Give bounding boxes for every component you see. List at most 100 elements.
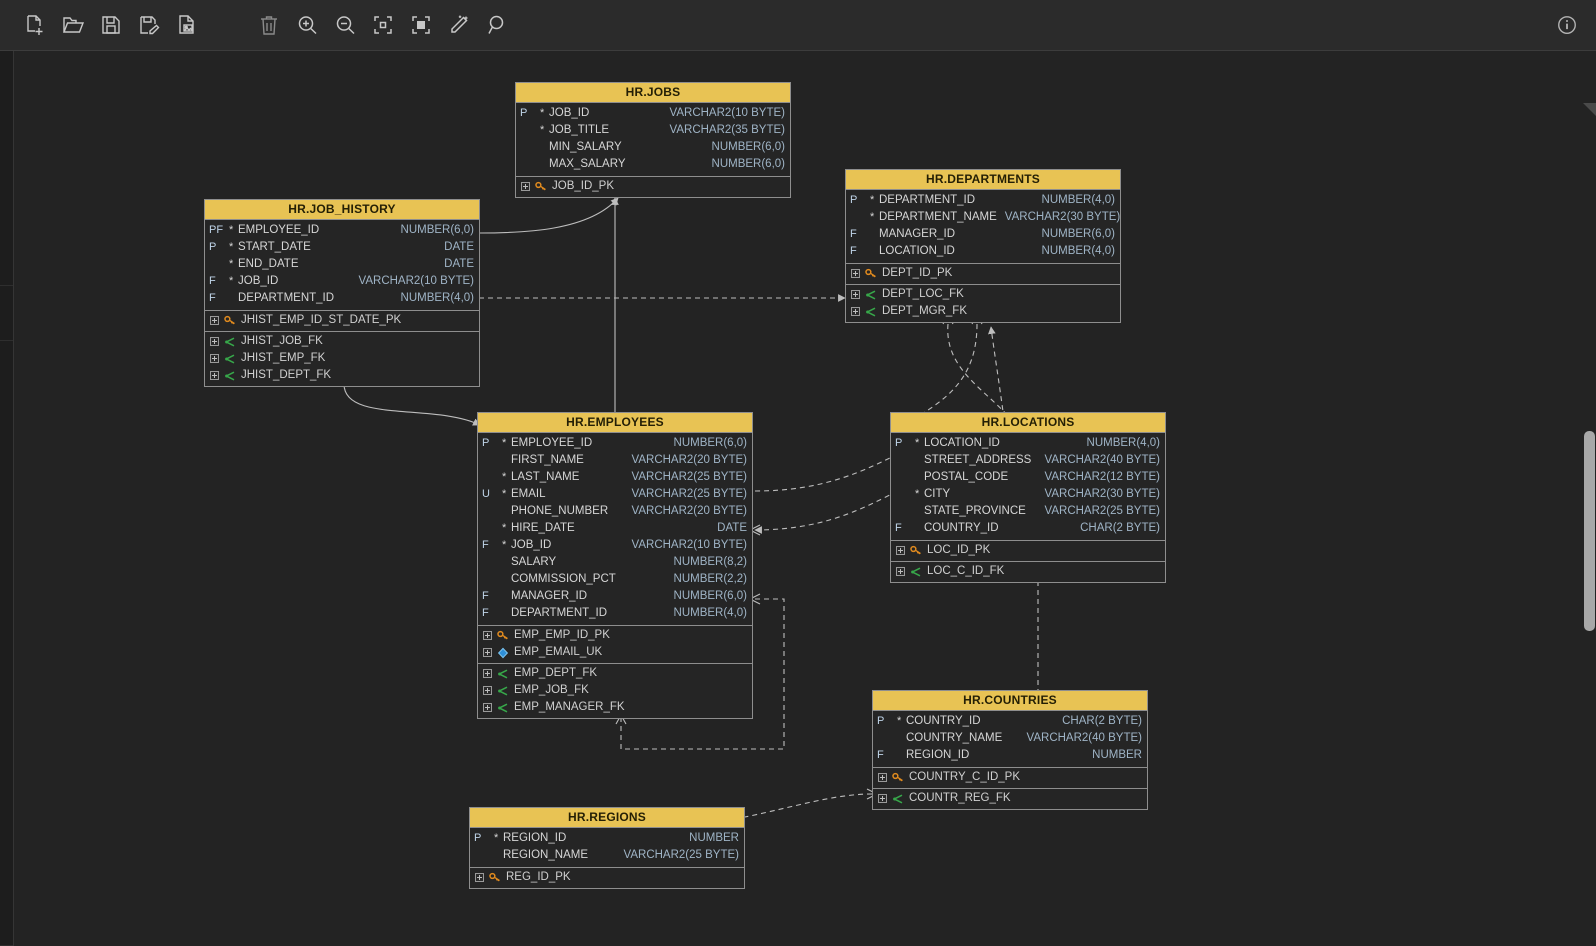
search-icon[interactable]	[478, 6, 516, 44]
panel-segment[interactable]	[0, 51, 13, 286]
constraint-row[interactable]: DEPT_LOC_FK	[846, 286, 1120, 303]
expand-plus-icon[interactable]	[475, 873, 484, 882]
constraint-row[interactable]: JHIST_JOB_FK	[205, 333, 479, 350]
expand-plus-icon[interactable]	[483, 631, 492, 640]
auto-layout-icon[interactable]	[440, 6, 478, 44]
entity-title-countries[interactable]: HR.COUNTRIES	[873, 691, 1147, 711]
constraint-row[interactable]: JHIST_DEPT_FK	[205, 367, 479, 384]
expand-plus-icon[interactable]	[210, 371, 219, 380]
expand-plus-icon[interactable]	[878, 773, 887, 782]
constraint-row[interactable]: EMP_MANAGER_FK	[478, 699, 752, 716]
save-as-icon[interactable]	[130, 6, 168, 44]
constraint-row[interactable]: JHIST_EMP_ID_ST_DATE_PK	[205, 312, 479, 329]
constraint-row[interactable]: JHIST_EMP_FK	[205, 350, 479, 367]
new-file-icon[interactable]	[16, 6, 54, 44]
info-icon[interactable]	[1548, 6, 1586, 44]
expand-plus-icon[interactable]	[483, 648, 492, 657]
entity-title-departments[interactable]: HR.DEPARTMENTS	[846, 170, 1120, 190]
expand-plus-icon[interactable]	[210, 316, 219, 325]
expand-plus-icon[interactable]	[483, 669, 492, 678]
entity-title-employees[interactable]: HR.EMPLOYEES	[478, 413, 752, 433]
expand-plus-icon[interactable]	[483, 703, 492, 712]
collapsed-side-panel[interactable]	[0, 51, 14, 946]
export-image-icon[interactable]	[168, 6, 206, 44]
constraint-row[interactable]: DEPT_ID_PK	[846, 265, 1120, 282]
entity-title-jobs[interactable]: HR.JOBS	[516, 83, 790, 103]
panel-segment[interactable]	[0, 341, 13, 946]
expand-plus-icon[interactable]	[896, 567, 905, 576]
constraint-row[interactable]: REG_ID_PK	[470, 869, 744, 886]
constraint-row[interactable]: JOB_ID_PK	[516, 178, 790, 195]
expand-plus-icon[interactable]	[896, 546, 905, 555]
panel-segment[interactable]	[0, 286, 13, 341]
open-folder-icon[interactable]	[54, 6, 92, 44]
constraint-row[interactable]: EMP_EMP_ID_PK	[478, 627, 752, 644]
entity-title-job_history[interactable]: HR.JOB_HISTORY	[205, 200, 479, 220]
save-icon[interactable]	[92, 6, 130, 44]
constraint-row[interactable]: EMP_EMAIL_UK	[478, 644, 752, 661]
constraint-row[interactable]: COUNTRY_C_ID_PK	[873, 769, 1147, 786]
zoom-in-icon[interactable]	[288, 6, 326, 44]
expand-plus-icon[interactable]	[521, 182, 530, 191]
zoom-fit-icon[interactable]	[364, 6, 402, 44]
expand-plus-icon[interactable]	[483, 686, 492, 695]
expand-plus-icon[interactable]	[851, 269, 860, 278]
expand-plus-icon[interactable]	[851, 307, 860, 316]
constraint-row[interactable]: LOC_ID_PK	[891, 542, 1165, 559]
expand-plus-icon[interactable]	[210, 337, 219, 346]
zoom-actual-icon[interactable]	[402, 6, 440, 44]
constraint-row[interactable]: EMP_JOB_FK	[478, 682, 752, 699]
constraint-row[interactable]: LOC_C_ID_FK	[891, 563, 1165, 580]
expand-plus-icon[interactable]	[851, 290, 860, 299]
vertical-scrollbar[interactable]	[1584, 431, 1595, 631]
delete-icon[interactable]	[250, 6, 288, 44]
constraint-row[interactable]: EMP_DEPT_FK	[478, 665, 752, 682]
constraint-row[interactable]: DEPT_MGR_FK	[846, 303, 1120, 320]
expand-plus-icon[interactable]	[210, 354, 219, 363]
zoom-out-icon[interactable]	[326, 6, 364, 44]
